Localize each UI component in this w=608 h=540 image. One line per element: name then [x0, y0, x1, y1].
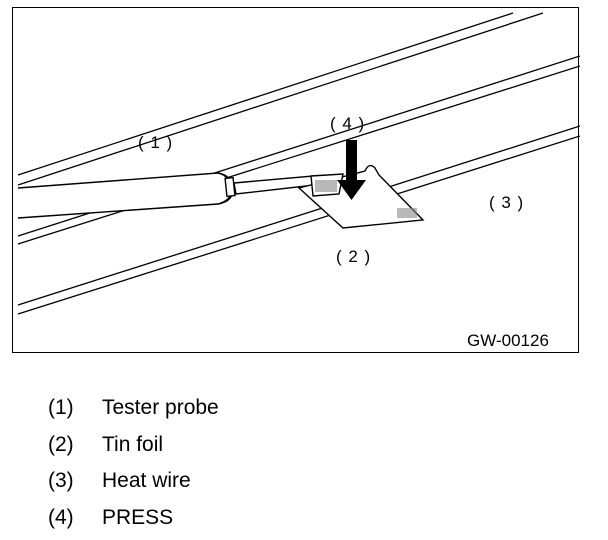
legend-number: (2): [48, 432, 74, 456]
legend-number: (1): [48, 396, 74, 419]
callout-3: ( 3 ): [489, 193, 524, 212]
diagram-frame: ( 1 ) ( 4 ) ( 3 ) ( 2 ) GW-00126: [12, 7, 580, 353]
tester-probe: [17, 172, 316, 219]
legend-number: (3): [48, 469, 74, 492]
callout-4: ( 4 ): [330, 114, 365, 133]
legend-label: Tester probe: [102, 396, 219, 419]
callout-1: ( 1 ): [138, 133, 173, 152]
press-arrow: [337, 140, 366, 200]
legend-number: (4): [48, 505, 74, 529]
callout-2: ( 2 ): [336, 247, 371, 266]
tin-foil: [297, 164, 425, 229]
figure-id: GW-00126: [467, 331, 549, 350]
heat-wire-lines: [17, 12, 580, 315]
legend-label: Tin foil: [102, 432, 164, 456]
legend-item: (2) Tin foil: [48, 431, 219, 468]
legend-list: (1) Tester probe (2) Tin foil (3) Heat w…: [48, 394, 219, 540]
legend-item: (3) Heat wire: [48, 467, 219, 504]
legend-label: PRESS: [102, 505, 174, 529]
legend-item: (1) Tester probe: [48, 394, 219, 431]
legend-item: (4) PRESS: [48, 504, 219, 540]
legend-label: Heat wire: [102, 469, 191, 492]
diagram-illustration: ( 1 ) ( 4 ) ( 3 ) ( 2 ) GW-00126: [17, 12, 580, 350]
